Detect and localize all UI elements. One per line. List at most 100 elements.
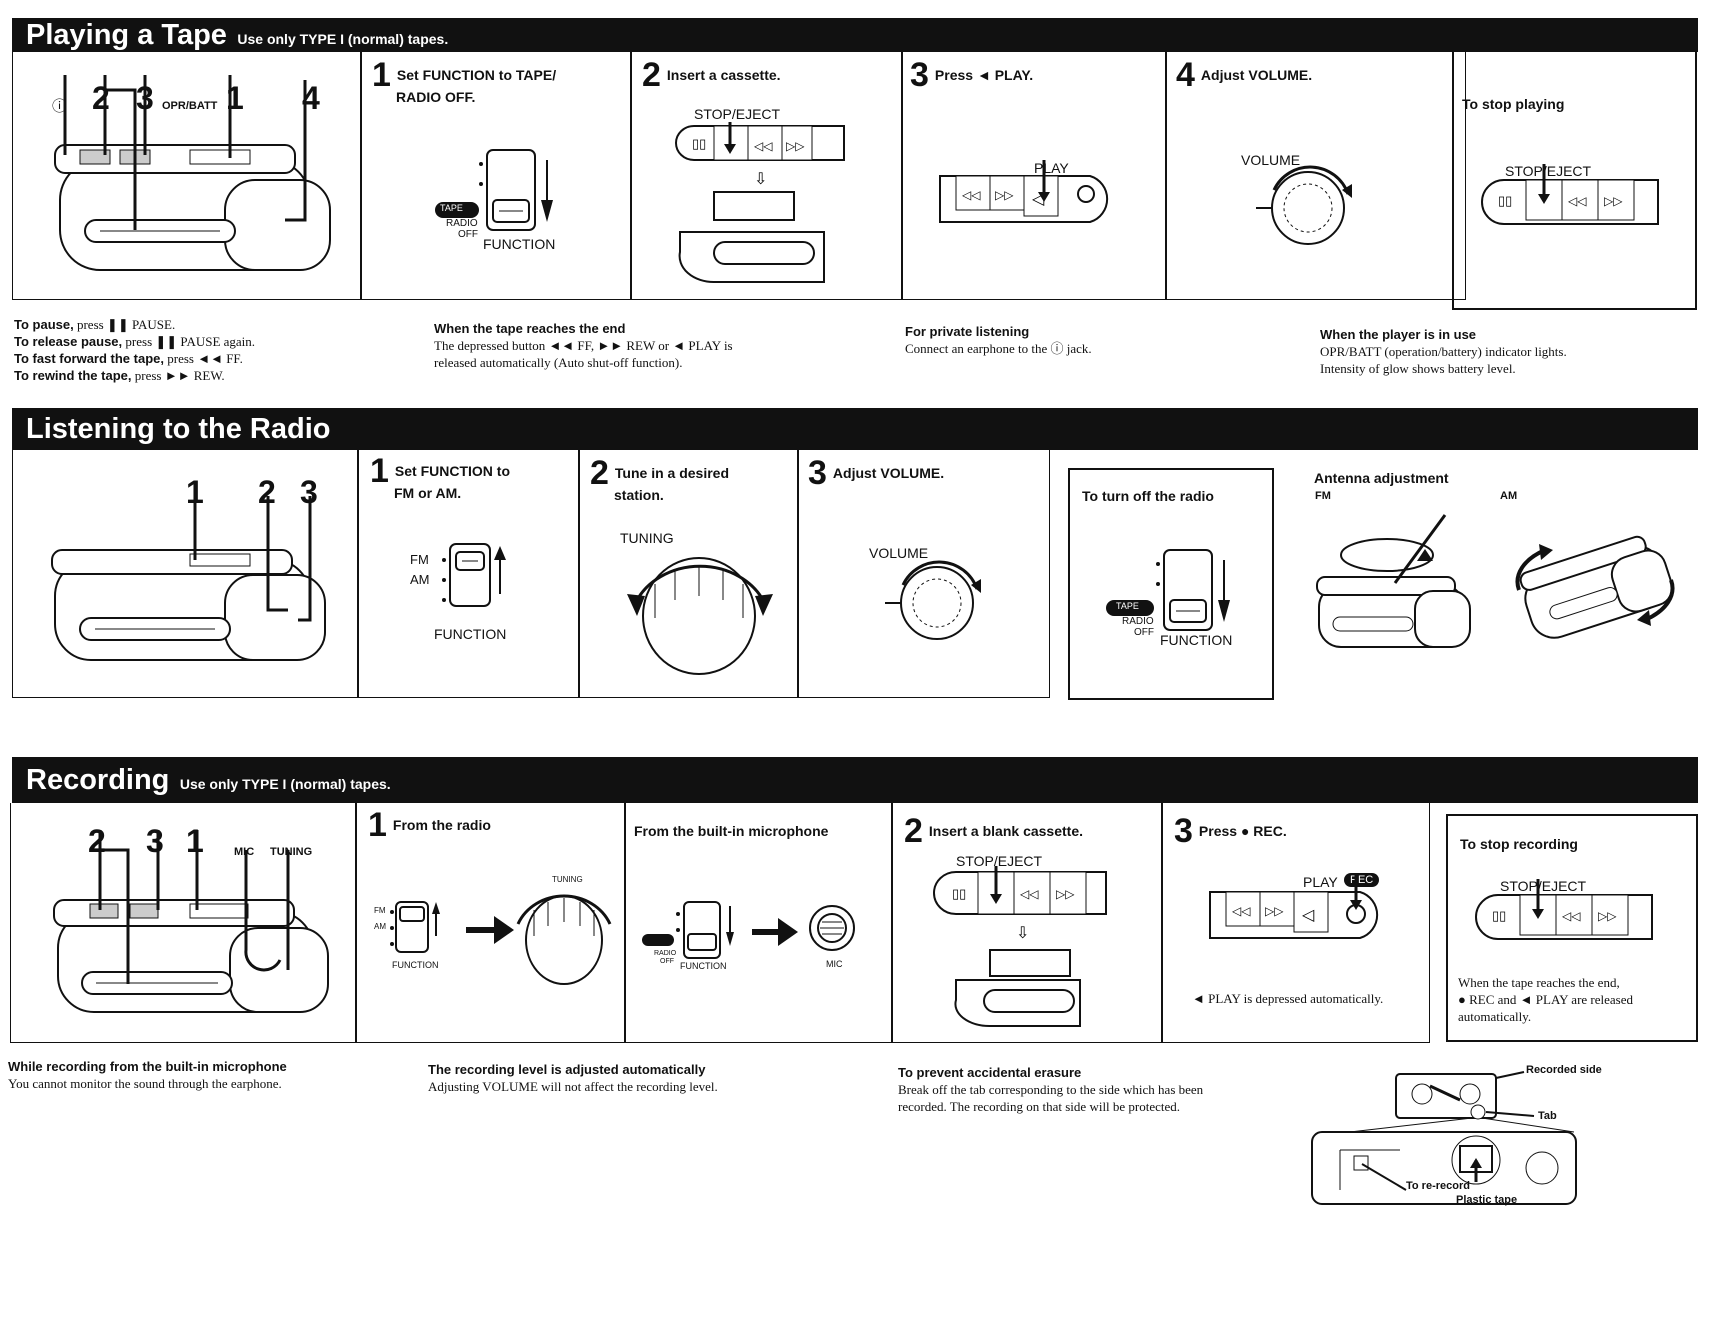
stop-eject-label: STOP/EJECT — [1505, 163, 1592, 179]
antenna-am-label: AM — [1500, 490, 1518, 502]
section-title: Recording — [26, 764, 170, 796]
function-switch-icon — [435, 149, 553, 231]
tuning-label: TUNING — [552, 875, 583, 884]
function-label: FUNCTION — [1160, 632, 1233, 648]
svg-text:◁◁: ◁◁ — [754, 139, 773, 153]
recording-mic-step: From the built-in microphone — [634, 823, 829, 839]
tuning-knob-icon — [627, 557, 773, 675]
svg-text:◁◁: ◁◁ — [962, 188, 981, 202]
opr-batt-label: OPR/BATT — [162, 100, 218, 112]
function-label: FUNCTION — [483, 236, 556, 252]
svg-text:▷▷: ▷▷ — [1604, 194, 1623, 208]
radio-label: RADIO — [1122, 616, 1154, 627]
radio-device-illustration — [51, 496, 326, 661]
erasure-tab-illustration — [1311, 1071, 1577, 1205]
callout-2: 2 — [88, 823, 106, 859]
antenna-title: Antenna adjustment — [1314, 470, 1449, 486]
radio-label: RADIO — [446, 218, 478, 229]
stop-eject-icon: ▯▯ ◁◁ ▷▷ — [1481, 164, 1659, 225]
stop-eject-label: STOP/EJECT — [1500, 878, 1587, 894]
svg-text:◁◁: ◁◁ — [1020, 887, 1039, 901]
callout-1: 1 — [226, 80, 244, 116]
am-label: AM — [410, 572, 430, 587]
section-title: Playing a Tape — [26, 19, 227, 51]
playing-notes-controls: To pause, press ❚❚ PAUSE. To release pau… — [14, 317, 256, 383]
function-switch-icon — [1106, 549, 1230, 631]
recorded-side-label: Recorded side — [1526, 1064, 1602, 1076]
volume-label: VOLUME — [869, 545, 929, 561]
stop-recording-box — [1446, 814, 1698, 1042]
record-from-radio-icon — [390, 894, 612, 985]
recording-notes-erasure: To prevent accidental erasure Break off … — [898, 1065, 1204, 1114]
recorder-illustration — [53, 830, 329, 1013]
svg-text:▷▷: ▷▷ — [786, 139, 805, 153]
callout-1: 1 — [186, 474, 204, 510]
callout-2: 2 — [92, 80, 110, 116]
svg-text:▷▷: ▷▷ — [1056, 887, 1075, 901]
play-button-icon: ◁◁ ▷▷ ◁ — [939, 160, 1109, 223]
svg-text:▯▯: ▯▯ — [692, 136, 706, 151]
stop-recording-title: To stop recording — [1460, 836, 1578, 852]
player-illustration — [54, 75, 331, 271]
playing-banner: Playing a Tape Use only TYPE I (normal) … — [12, 18, 1698, 52]
stop-eject-label: STOP/EJECT — [694, 106, 781, 122]
callout-4: 4 — [302, 80, 320, 116]
svg-text:◁◁: ◁◁ — [1562, 909, 1581, 923]
svg-text:▯▯: ▯▯ — [1498, 193, 1512, 208]
play-auto-note: ◄ PLAY is depressed automatically. — [1192, 991, 1384, 1006]
recording-steps-panel — [10, 803, 1430, 1043]
function-label: FUNCTION — [680, 961, 727, 971]
am-label: AM — [374, 922, 386, 931]
plastic-tape-label: Plastic tape — [1456, 1194, 1518, 1206]
playing-notes-end: When the tape reaches the end The depres… — [434, 321, 733, 370]
callout-3: 3 — [146, 823, 164, 859]
svg-text:⇩: ⇩ — [1016, 925, 1029, 942]
svg-text:▷▷: ▷▷ — [1598, 909, 1617, 923]
play-label: PLAY — [1303, 874, 1338, 890]
stop-playing-box — [1452, 48, 1697, 310]
fm-label: FM — [410, 552, 429, 567]
function-label: FUNCTION — [434, 626, 507, 642]
svg-text:▷▷: ▷▷ — [995, 188, 1014, 202]
tab-label: Tab — [1538, 1110, 1557, 1122]
stop-eject-label: STOP/EJECT — [956, 853, 1043, 869]
radio-steps-panel — [12, 450, 1050, 698]
mic-label: MIC — [234, 846, 255, 858]
volume-knob-icon — [1256, 165, 1352, 245]
tuning-label: TUNING — [620, 530, 674, 546]
recording-banner: Recording Use only TYPE I (normal) tapes… — [12, 757, 1698, 803]
playing-notes-in-use: When the player is in use OPR/BATT (oper… — [1320, 327, 1567, 376]
rec-label: REC — [1344, 873, 1380, 887]
callout-3: 3 — [136, 80, 154, 116]
svg-text:◁◁: ◁◁ — [1232, 904, 1251, 918]
cassette-insert-icon: ▯▯ ◁◁ ▷▷ ⇩ — [933, 866, 1107, 1028]
earphone-jack-icon: ⓘ — [52, 98, 68, 115]
svg-text:◁: ◁ — [1302, 907, 1315, 924]
off-label: OFF — [1134, 627, 1154, 638]
antenna-fm-illustration — [1316, 514, 1471, 648]
tape-label: TAPE — [440, 203, 463, 213]
stop-eject-icon: ▯▯ ◁◁ ▷▷ — [1475, 879, 1653, 940]
volume-knob-icon — [885, 560, 981, 640]
radio-banner: Listening to the Radio — [12, 408, 1698, 450]
record-from-mic-icon — [642, 901, 855, 959]
recording-notes-level: The recording level is adjusted automati… — [428, 1062, 718, 1094]
radio-label: RADIO — [654, 950, 677, 957]
fm-label: FM — [374, 906, 386, 915]
recording-notes-mic: While recording from the built-in microp… — [8, 1059, 287, 1091]
svg-text:◁◁: ◁◁ — [1568, 194, 1587, 208]
section-subtitle: Use only TYPE I (normal) tapes. — [179, 776, 391, 792]
antenna-am-illustration — [1515, 535, 1675, 639]
turn-off-radio-box — [1068, 468, 1274, 700]
svg-text:⇩: ⇩ — [754, 171, 767, 188]
stop-playing-title: To stop playing — [1462, 96, 1565, 112]
